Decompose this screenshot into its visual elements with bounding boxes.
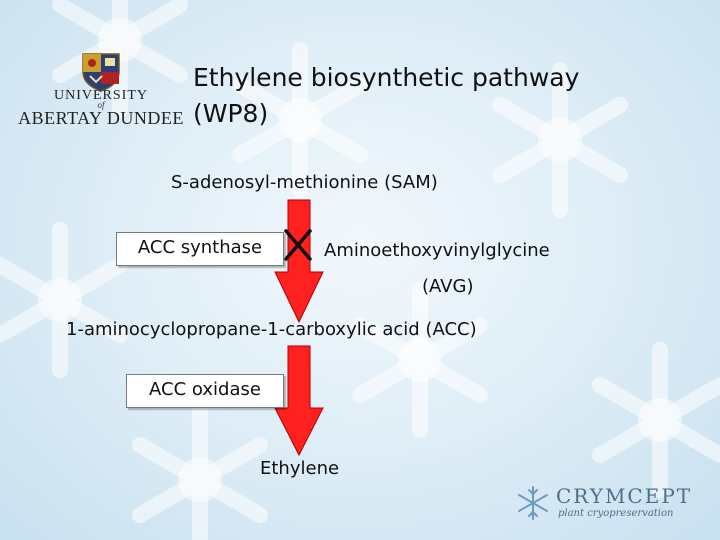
ethylene-label: Ethylene [260,458,340,479]
crest-icon [82,53,120,92]
acc-synthase-box: ACC synthase [116,232,284,266]
inhibition-x-mark [284,229,312,261]
crymcept-tagline: plant cryopreservation [558,508,674,519]
snowflake-icon [518,486,548,520]
crymcept-name: CRYMCEPT [556,484,693,508]
avg-label-line-1: Aminoethoxyvinylglycine [324,240,550,261]
arrow-acc-to-ethylene [274,345,324,457]
title-line-1: Ethylene biosynthetic pathway [193,63,580,92]
crymcept-logo: CRYMCEPT plant cryopreservation [512,482,712,526]
acc-label: 1-aminocyclopropane-1-carboxylic acid (A… [66,319,477,340]
acc-oxidase-box: ACC oxidase [126,374,284,408]
slide-title: Ethylene biosynthetic pathway (WP8) [193,60,579,132]
logo-university-text: UNIVERSITY [54,88,148,103]
logo-of-text: of [97,100,105,110]
title-line-2: (WP8) [193,99,269,128]
arrow-sam-to-acc [274,199,324,324]
logo-name-text: ABERTAY DUNDEE [18,108,184,128]
sam-label: S-adenosyl-methionine (SAM) [171,172,438,193]
university-logo: UNIVERSITY of ABERTAY DUNDEE [16,48,186,138]
avg-label-line-2: (AVG) [422,276,474,297]
